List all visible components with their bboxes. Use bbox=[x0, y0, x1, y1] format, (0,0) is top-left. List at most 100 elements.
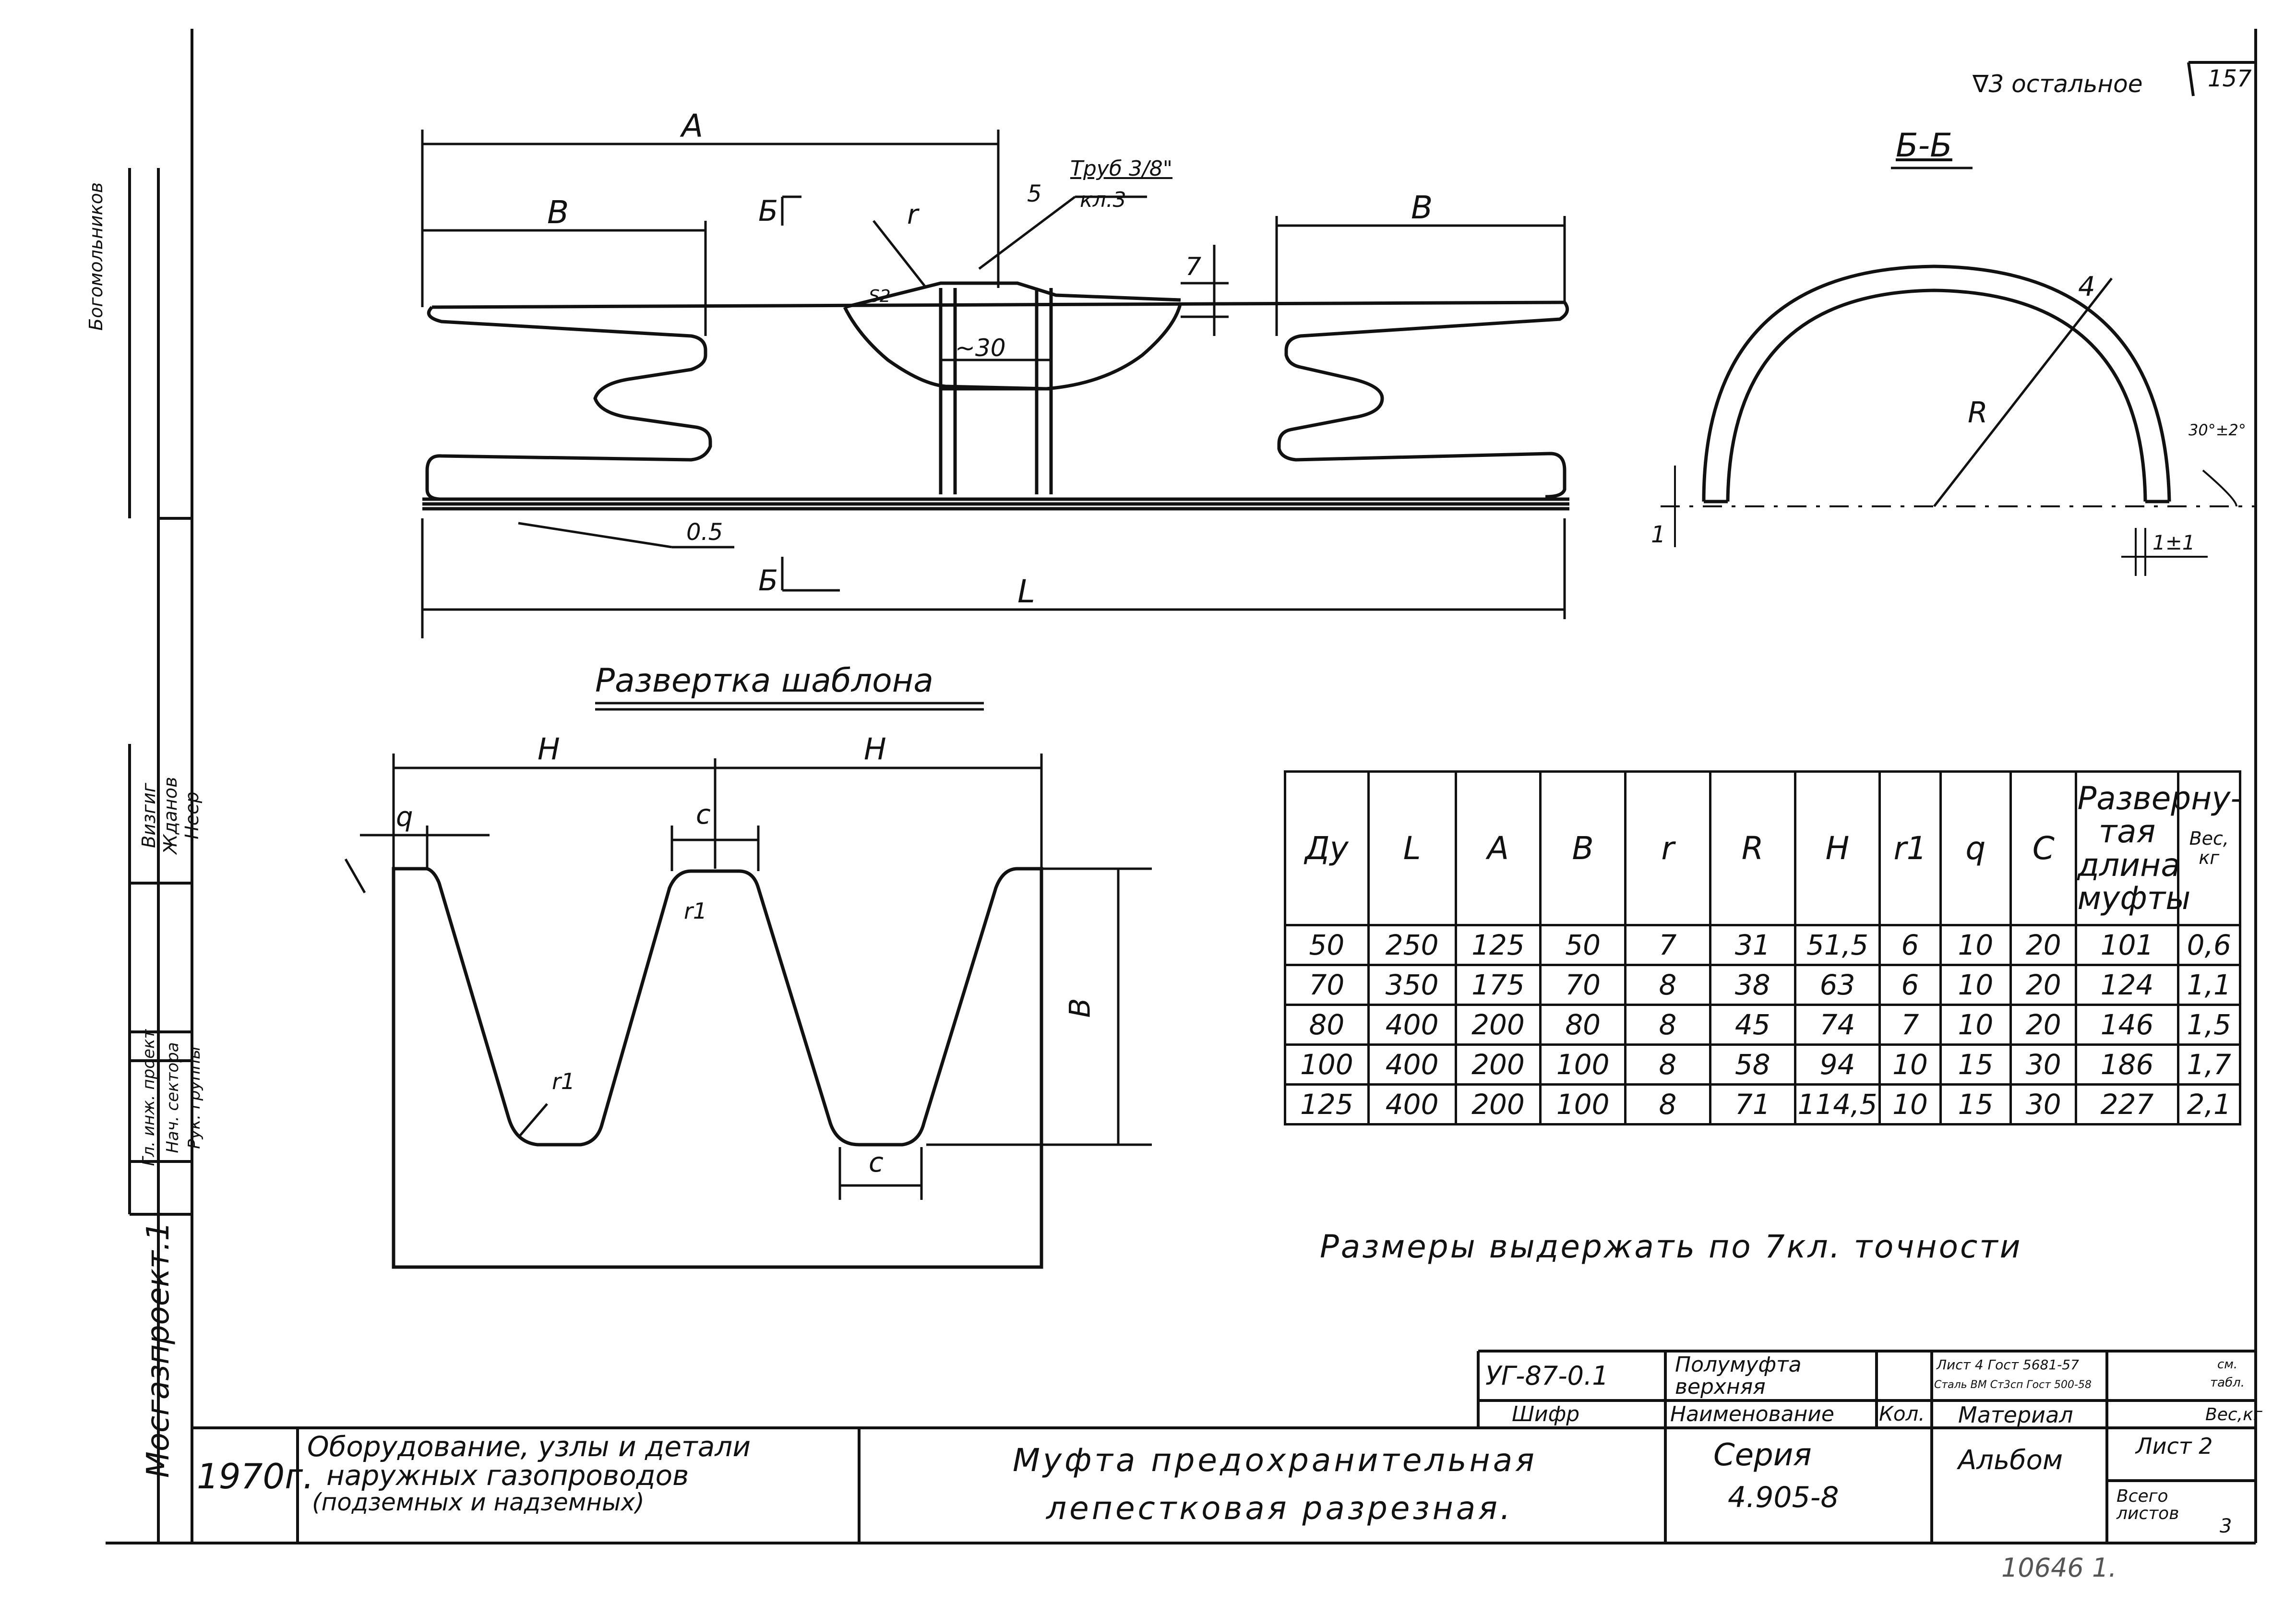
table-cell: 175 bbox=[1454, 964, 1542, 1006]
template-dim-r1-bottom: r1 bbox=[552, 1068, 575, 1094]
drawing-title-line1: Муфта предохранительная bbox=[1013, 1442, 1537, 1479]
table-cell: 200 bbox=[1454, 1083, 1542, 1125]
weld-note-line1: Труб 3/8" bbox=[1070, 156, 1173, 181]
section-mark-top: Б bbox=[758, 194, 778, 228]
template-dim-c-top: c bbox=[696, 799, 711, 830]
table-cell: 101 bbox=[2075, 924, 2179, 967]
table-cell: 8 bbox=[1624, 1083, 1711, 1125]
table-cell: 20 bbox=[2009, 964, 2078, 1006]
table-cell: 80 bbox=[1539, 1004, 1627, 1046]
sheet-label: Лист 2 bbox=[2136, 1433, 2213, 1459]
dim-label-A: A bbox=[682, 108, 704, 144]
table-cell: 8 bbox=[1624, 1043, 1711, 1086]
table-cell: 227 bbox=[2075, 1083, 2179, 1125]
part-code-label: Шифр bbox=[1512, 1402, 1580, 1426]
dimensions-table: Ду L A B r R H r1 q C Разверну-тая длина… bbox=[1284, 770, 2242, 1125]
part-weight-line1: см. bbox=[2217, 1357, 2238, 1372]
table-cell: 125 bbox=[1454, 924, 1542, 967]
template-dim-r1-top: r1 bbox=[684, 898, 707, 924]
table-cell: 63 bbox=[1794, 964, 1881, 1006]
table-cell: 45 bbox=[1709, 1004, 1796, 1046]
table-cell: 1,1 bbox=[2176, 964, 2242, 1006]
table-cell: 6 bbox=[1878, 924, 1942, 967]
table-header-cell: Вес, кг bbox=[2176, 770, 2242, 927]
table-cell: 38 bbox=[1709, 964, 1796, 1006]
archive-number: 10646 1. bbox=[2001, 1553, 2117, 1583]
table-cell: 15 bbox=[1939, 1043, 2012, 1086]
table-header-cell: H bbox=[1794, 770, 1881, 927]
table-cell: 20 bbox=[2009, 1004, 2078, 1046]
template-title: Развертка шаблона bbox=[595, 662, 933, 700]
organization: Мосгазпроект.1 bbox=[141, 1221, 176, 1478]
dim-label-30: ~30 bbox=[955, 334, 1006, 362]
table-header-cell: q bbox=[1939, 770, 2012, 927]
table-header-cell: Разверну-тая длина муфты bbox=[2075, 770, 2242, 927]
table-row: 125 400 200 100 8 71 114,5 10 15 30 227 … bbox=[1284, 1083, 2242, 1125]
part-material-line1: Лист 4 Гост 5681-57 bbox=[1937, 1357, 2079, 1373]
table-cell: 50 bbox=[1284, 924, 1370, 967]
total-sheets-value: 3 bbox=[2220, 1515, 2232, 1537]
table-row: 80 400 200 80 8 45 74 7 10 20 146 1,5 bbox=[1284, 1004, 2242, 1046]
template-dim-q: q bbox=[396, 802, 413, 833]
album-title-line3: (подземных и надземных) bbox=[312, 1488, 645, 1516]
table-cell: 146 bbox=[2075, 1004, 2179, 1046]
section-dim-R: R bbox=[1968, 396, 1988, 430]
section-title: Б-Б bbox=[1896, 127, 1952, 165]
part-material-line2: Сталь ВМ Ст3сп Гост 500-58 bbox=[1934, 1379, 2092, 1391]
main-view-dimensions bbox=[421, 130, 1566, 638]
table-header-cell: L bbox=[1367, 770, 1457, 927]
table-cell: 8 bbox=[1624, 964, 1711, 1006]
table-cell: 250 bbox=[1367, 924, 1457, 967]
section-dim-4: 4 bbox=[2078, 271, 2095, 302]
table-cell: 400 bbox=[1367, 1004, 1457, 1046]
table-cell: 74 bbox=[1794, 1004, 1881, 1046]
table-cell: 1,7 bbox=[2176, 1043, 2242, 1086]
weld-symbol: 5 bbox=[1027, 180, 1042, 207]
table-cell: 58 bbox=[1709, 1043, 1796, 1086]
table-header-cell: r bbox=[1624, 770, 1711, 927]
table-cell: 6 bbox=[1878, 964, 1942, 1006]
total-sheets-label: Всего листов bbox=[2117, 1486, 2179, 1523]
roughness-note: ∇3 остальное bbox=[1973, 70, 2143, 98]
part-material-label: Материал bbox=[1958, 1402, 2073, 1428]
table-cell: 10 bbox=[1878, 1043, 1942, 1086]
table-cell: 100 bbox=[1284, 1043, 1370, 1086]
table-cell: 100 bbox=[1539, 1083, 1627, 1125]
table-header-cell: R bbox=[1709, 770, 1796, 927]
section-dim-1pm1: 1±1 bbox=[2152, 531, 2195, 554]
table-cell: 15 bbox=[1939, 1083, 2012, 1125]
part-weight-line2: табл. bbox=[2210, 1376, 2245, 1390]
album-label: Альбом bbox=[1958, 1445, 2063, 1476]
table-cell: 350 bbox=[1367, 964, 1457, 1006]
table-cell: 0,6 bbox=[2176, 924, 2242, 967]
series-label: Серия bbox=[1713, 1437, 1812, 1473]
table-cell: 8 bbox=[1624, 1004, 1711, 1046]
sheet-frame bbox=[106, 29, 2257, 1544]
table-cell: 94 bbox=[1794, 1043, 1881, 1086]
side-name-3: Неер bbox=[181, 791, 203, 839]
part-qty-label: Кол. bbox=[1879, 1402, 1925, 1425]
table-cell: 10 bbox=[1939, 964, 2012, 1006]
section-mark-bottom: Б bbox=[758, 564, 778, 598]
drawing-title-line2: лепестковая разрезная. bbox=[1046, 1490, 1513, 1527]
dim-label-gap: 0.5 bbox=[686, 519, 723, 546]
part-code: УГ-87-0.1 bbox=[1485, 1361, 1609, 1391]
table-cell: 200 bbox=[1454, 1004, 1542, 1046]
side-role-2: Нач. сектора bbox=[163, 1042, 182, 1153]
section-dim-angle: 30°±2° bbox=[2188, 421, 2246, 439]
table-cell: 400 bbox=[1367, 1083, 1457, 1125]
side-top-note: Богомольников bbox=[85, 182, 107, 331]
table-cell: 30 bbox=[2009, 1043, 2078, 1086]
year: 1970г. bbox=[197, 1456, 314, 1496]
series-value: 4.905-8 bbox=[1728, 1481, 1839, 1514]
dim-label-r: r bbox=[907, 199, 919, 230]
table-cell: 125 bbox=[1284, 1083, 1370, 1125]
table-row: 100 400 200 100 8 58 94 10 15 30 186 1,7 bbox=[1284, 1043, 2242, 1086]
table-cell: 7 bbox=[1624, 924, 1711, 967]
table-cell: 70 bbox=[1539, 964, 1627, 1006]
table-cell: 71 bbox=[1709, 1083, 1796, 1125]
table-cell: 20 bbox=[2009, 924, 2078, 967]
table-header-cell: C bbox=[2009, 770, 2078, 927]
table-cell: 31 bbox=[1709, 924, 1796, 967]
album-title-line2: наружных газопроводов bbox=[326, 1459, 689, 1492]
